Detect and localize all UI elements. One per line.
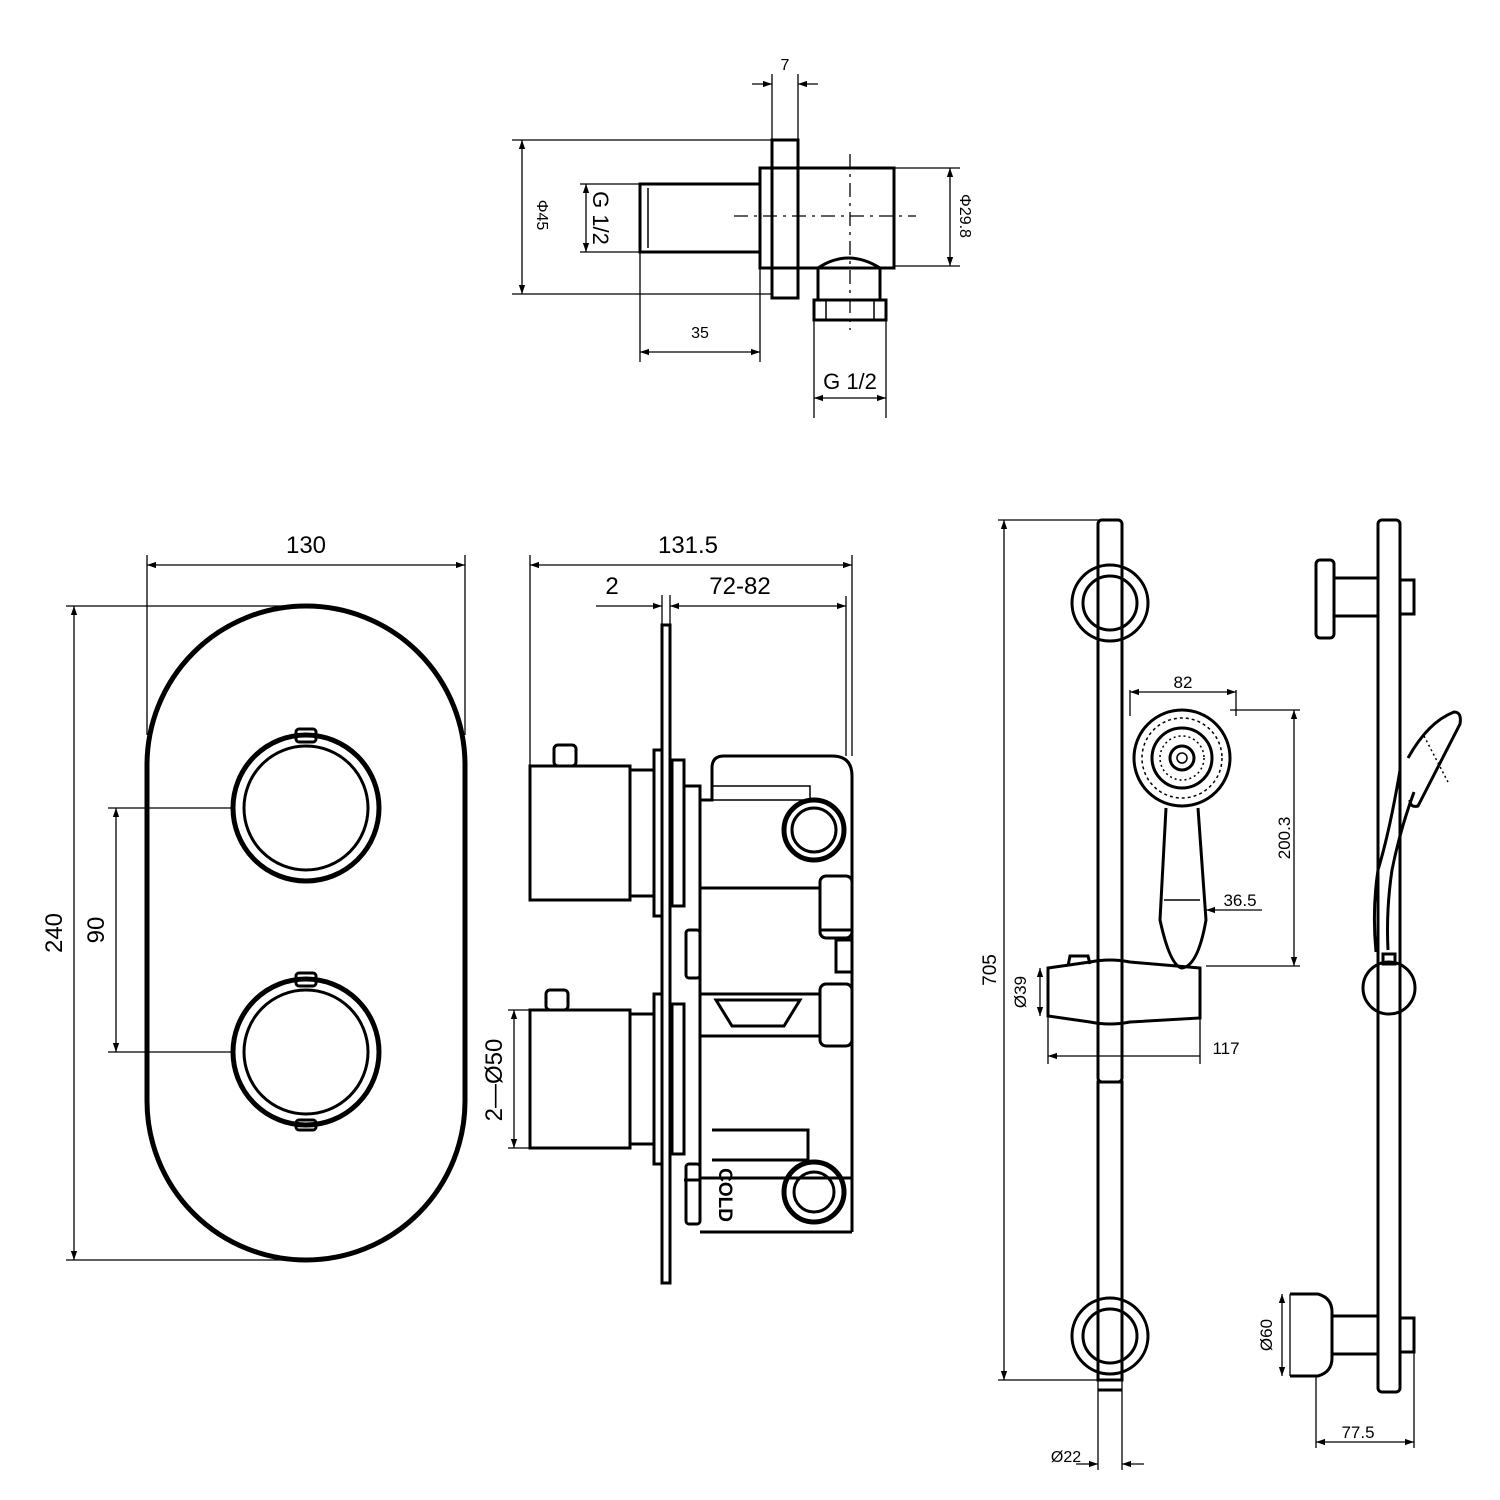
outlet-thread-out-label: G 1/2 (823, 369, 877, 394)
riser-rail-front-view: 705 Ø39 117 82 200.3 36.5 Ø22 (980, 518, 1300, 1470)
handset-front (1132, 708, 1232, 970)
plate-height-label: 240 (41, 913, 68, 953)
handset-length-label: 200.3 (1275, 817, 1294, 860)
riser-rail (1096, 518, 1124, 1392)
handle-width-label: 36.5 (1223, 891, 1256, 910)
slider-side (1361, 952, 1417, 1016)
outlet-thread-in-label: G 1/2 (588, 191, 613, 245)
outlet-diameter-label: Φ45 (533, 200, 550, 231)
upper-handle-side (528, 743, 686, 918)
head-diameter-label: 82 (1174, 673, 1193, 692)
valve-side-view: COLD 131.5 2 72-82 2—Ø50 (481, 532, 854, 1285)
bracket-diameter-label: Ø39 (1011, 976, 1030, 1008)
outlet-wall-gap-label: 7 (781, 57, 790, 74)
knob-spacing-label: 90 (83, 917, 110, 944)
rail-side (1376, 518, 1402, 1394)
outlet-body-diameter-label: Φ29.8 (956, 194, 973, 238)
riser-rail-side-view: Ø60 77.5 (1257, 518, 1462, 1448)
wall-depth-range-label: 72-82 (709, 573, 770, 600)
outlet-depth-label: 35 (691, 325, 709, 342)
cold-marking: COLD (714, 1168, 735, 1222)
wall-mount-diameter-label: Ø60 (1257, 1319, 1276, 1351)
rail-standoff-label: 77.5 (1341, 1423, 1374, 1442)
valve-body-side: COLD (684, 754, 854, 1234)
lower-control-knob (230, 971, 382, 1132)
faceplate-edge (660, 623, 672, 1285)
lower-handle-side (528, 988, 686, 1166)
knob-diameter-label: 2—Ø50 (481, 1039, 508, 1122)
valve-depth-label: 131.5 (658, 532, 718, 559)
plate-width-label: 130 (286, 532, 326, 559)
wall-outlet-body (638, 138, 916, 330)
faceplate (144, 603, 468, 1263)
bottom-mount-side (1290, 1292, 1416, 1378)
top-mount-side (1314, 558, 1416, 640)
bottom-wall-bracket (1070, 1296, 1150, 1376)
bracket-projection-label: 117 (1212, 1039, 1239, 1058)
rail-diameter-label: Ø22 (1051, 1449, 1081, 1466)
rail-length-label: 705 (980, 954, 1001, 986)
handset-side (1372, 710, 1462, 953)
wall-outlet-view: 7 Φ45 G 1/2 Φ29.8 35 G 1/2 (512, 57, 973, 418)
top-wall-bracket (1070, 563, 1150, 643)
valve-front-view: 130 240 90 (41, 532, 468, 1263)
plate-thickness-label: 2 (605, 573, 618, 600)
upper-control-knob (230, 727, 382, 884)
